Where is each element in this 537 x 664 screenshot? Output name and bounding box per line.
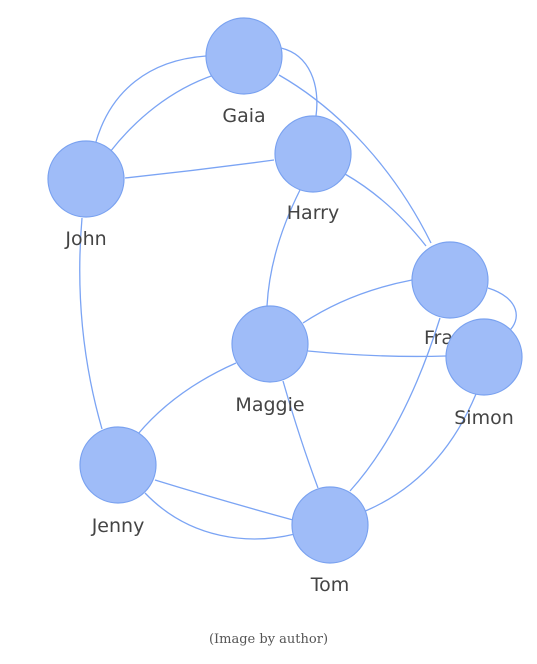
node-maggie: Maggie	[231, 305, 309, 416]
node-label-john: John	[64, 228, 106, 250]
node-circle-john	[47, 140, 125, 218]
node-label-gaia: Gaia	[222, 105, 265, 127]
edge-maggie-simon	[307, 350, 447, 358]
edge-harry-frank	[344, 173, 427, 247]
node-circle-tom	[291, 486, 369, 564]
edge-gaia-frank	[278, 74, 432, 244]
edge-maggie-jenny	[137, 362, 237, 435]
node-label-jenny: Jenny	[91, 515, 145, 537]
node-harry: Harry	[274, 115, 352, 224]
edge-jenny-tom-upper	[154, 479, 294, 521]
node-circle-maggie	[231, 305, 309, 383]
node-circle-simon	[445, 318, 523, 396]
edge-jenny-tom-lower	[144, 492, 296, 540]
node-label-simon: Simon	[454, 407, 514, 429]
edge-harry-maggie	[266, 189, 301, 307]
edge-gaia-john-inner	[109, 74, 215, 153]
edge-simon-tom	[362, 393, 477, 513]
node-label-tom: Tom	[310, 574, 350, 596]
edge-john-jenny	[79, 217, 103, 430]
node-tom: Tom	[291, 486, 369, 596]
node-circle-jenny	[79, 426, 157, 504]
edge-gaia-john-outer	[94, 55, 207, 146]
node-label-harry: Harry	[287, 202, 339, 224]
node-circle-gaia	[205, 17, 283, 95]
edge-gaia-harry	[280, 47, 318, 117]
edge-frank-simon	[487, 287, 517, 333]
node-circle-frank	[411, 241, 489, 319]
edge-maggie-tom	[282, 380, 319, 489]
node-jenny: Jenny	[79, 426, 157, 537]
node-simon: Simon	[445, 318, 523, 429]
edge-frank-tom	[349, 317, 441, 492]
image-caption: (Image by author)	[208, 632, 329, 647]
node-circle-harry	[274, 115, 352, 193]
node-gaia: Gaia	[205, 17, 283, 127]
node-john: John	[47, 140, 125, 250]
node-label-maggie: Maggie	[235, 394, 304, 416]
edge-frank-maggie	[302, 279, 413, 324]
edges-layer	[79, 47, 517, 540]
edge-john-harry	[124, 159, 275, 179]
